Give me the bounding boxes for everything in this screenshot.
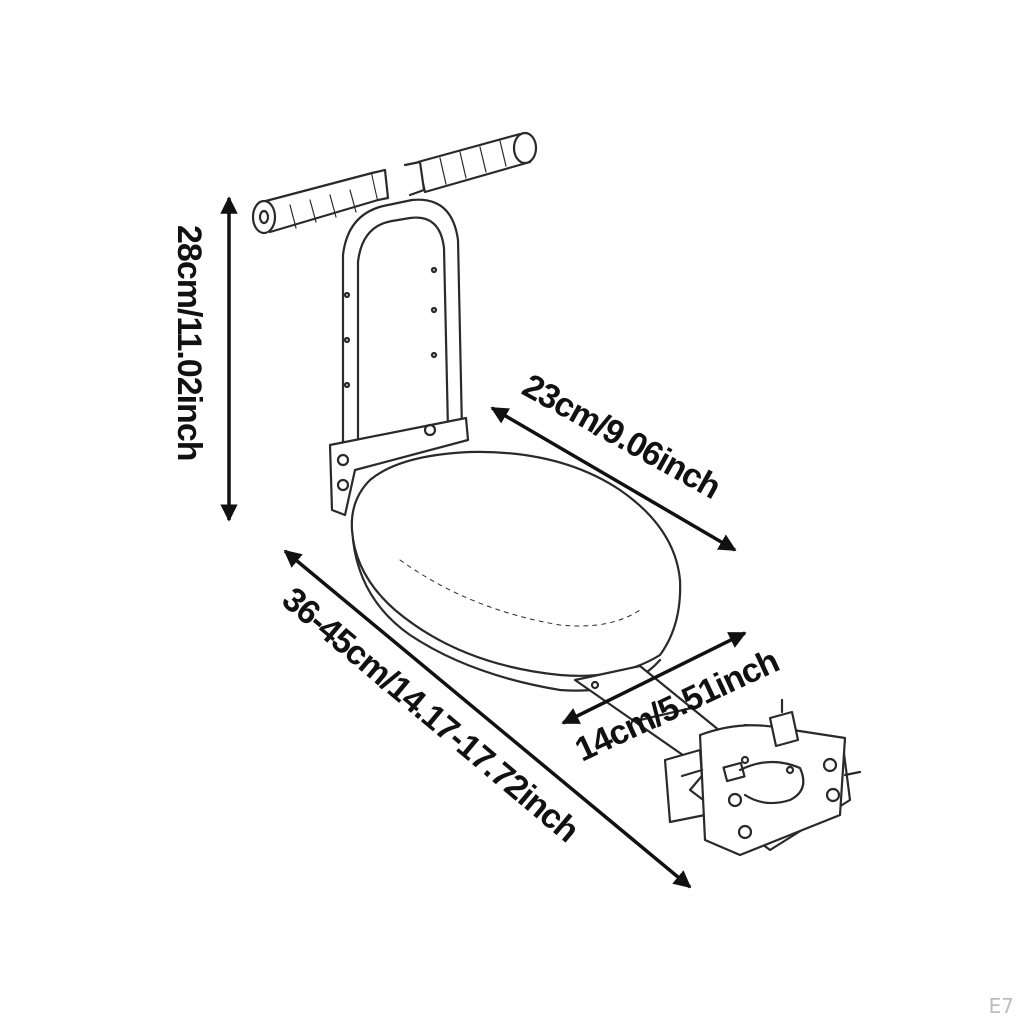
dimension-lines	[220, 196, 747, 889]
back-frame	[341, 198, 464, 457]
handlebar	[251, 131, 538, 235]
height-label: 28cm/11.02inch	[170, 225, 208, 461]
bracket-arrow	[561, 631, 747, 725]
mount-plate	[328, 416, 470, 517]
watermark-text: E7	[988, 994, 1014, 1018]
seat-width-arrow	[490, 406, 737, 552]
length-arrow	[283, 549, 692, 889]
seat-product-drawing	[251, 131, 862, 857]
